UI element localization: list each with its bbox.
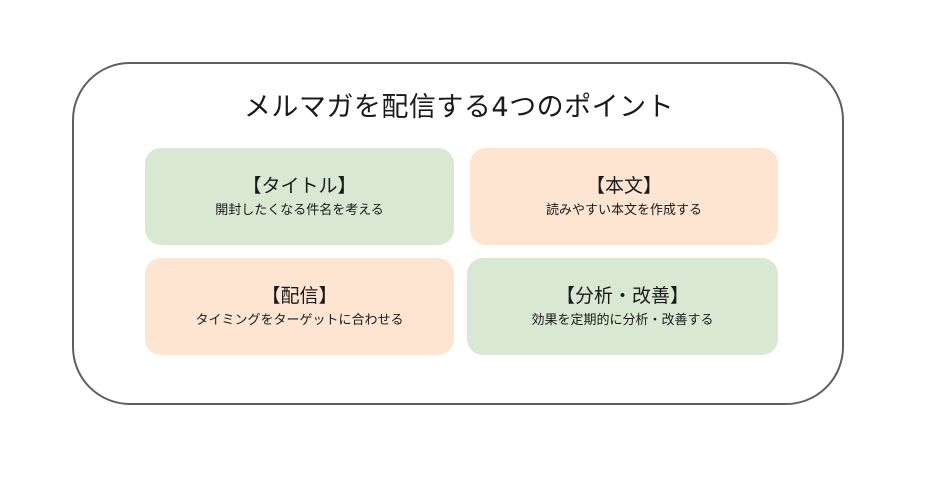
card-description: 読みやすい本文を作成する	[545, 203, 702, 218]
diagram-title: メルマガを配信する4つのポイント	[243, 92, 675, 123]
point-card-body: 【本文】 読みやすい本文を作成する	[470, 148, 778, 245]
card-heading: 【配信】	[261, 285, 338, 307]
card-description: 開封したくなる件名を考える	[215, 203, 384, 218]
point-card-delivery: 【配信】 タイミングをターゲットに合わせる	[145, 258, 454, 355]
card-heading: 【分析・改善】	[555, 285, 689, 307]
point-card-title: 【タイトル】 開封したくなる件名を考える	[145, 148, 454, 245]
point-card-analysis: 【分析・改善】 効果を定期的に分析・改善する	[467, 258, 778, 355]
card-description: タイミングをターゲットに合わせる	[195, 313, 404, 328]
card-description: 効果を定期的に分析・改善する	[531, 313, 714, 328]
card-heading: 【本文】	[585, 175, 662, 197]
card-heading: 【タイトル】	[242, 175, 357, 197]
